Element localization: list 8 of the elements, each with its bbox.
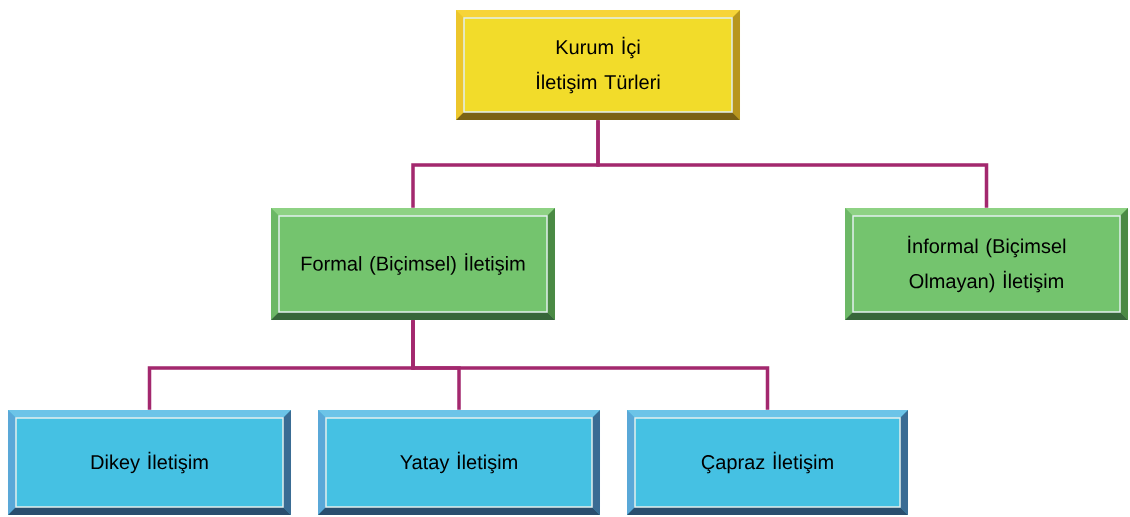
process-box: İnformal (Biçimsel Olmayan) İletişim [845,208,1128,320]
process-box: Dikey İletişim [8,410,291,515]
process-box: Çapraz İletişim [627,410,908,515]
connector-line [596,120,989,208]
connector-line [411,320,770,410]
process-box: Yatay İletişim [318,410,600,515]
process-box: Kurum İçi İletişim Türleri [456,10,740,120]
process-box: Formal (Biçimsel) İletişim [271,208,555,320]
